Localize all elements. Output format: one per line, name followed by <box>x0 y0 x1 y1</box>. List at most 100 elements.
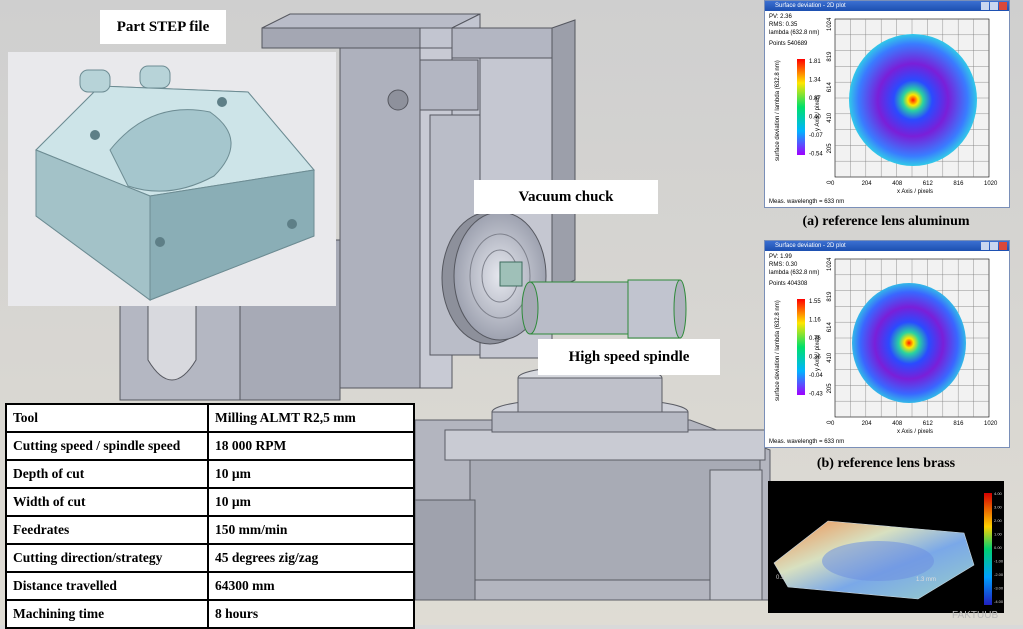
colorbar-tick: 0.36 <box>809 355 821 361</box>
axis-label-left: 0.9 <box>776 575 785 581</box>
wavelength-footer: Meas. wavelength = 633 nm <box>769 439 844 445</box>
x-tick-label: 816 <box>953 421 964 427</box>
height-tick: -3.00 <box>994 586 1004 591</box>
y-tick-label: 0 <box>827 420 833 424</box>
parameter-name: Tool <box>5 403 209 433</box>
parameter-value: 10 µm <box>207 487 415 517</box>
parameter-value: 8 hours <box>207 599 415 629</box>
y-tick-label: 819 <box>827 51 833 62</box>
minimize-button[interactable] <box>981 2 989 10</box>
points-value: Points 540689 <box>769 41 808 47</box>
colorbar <box>797 59 805 155</box>
lens-deviation-map <box>849 34 977 166</box>
window-titlebar: Surface deviation - 2D plot <box>765 1 1009 11</box>
y-tick-label: 205 <box>827 143 833 154</box>
parameter-name: Feedrates <box>5 515 209 545</box>
lens-deviation-map <box>852 283 966 403</box>
colorbar-tick: -0.07 <box>809 133 823 139</box>
y-tick-label: 614 <box>827 82 833 93</box>
minimize-button[interactable] <box>981 242 989 250</box>
x-tick-label: 612 <box>923 181 934 187</box>
x-axis-label: x Axis / pixels <box>897 189 933 195</box>
parameter-name: Depth of cut <box>5 459 209 489</box>
wavelength-footer: Meas. wavelength = 633 nm <box>769 199 844 205</box>
height-tick: 4.00 <box>994 491 1003 496</box>
parameter-value: 18 000 RPM <box>207 431 415 461</box>
x-tick-label: 612 <box>923 421 934 427</box>
window-titlebar: Surface deviation - 2D plot <box>765 241 1009 251</box>
lambda-label: lambda (632.8 nm) <box>769 30 820 36</box>
window-title: Surface deviation - 2D plot <box>775 243 846 249</box>
close-button[interactable] <box>999 2 1007 10</box>
pv-value: PV: 2.36 <box>769 14 792 20</box>
part-image-panel <box>8 52 336 306</box>
y-tick-label: 205 <box>827 383 833 394</box>
parameter-name: Cutting speed / spindle speed <box>5 431 209 461</box>
height-tick: 1.00 <box>994 532 1003 537</box>
colorbar-tick: -0.04 <box>809 373 823 379</box>
surface-3d-render: 0.9 1.3 mm 4.003.002.001.000.00-1.00-2.0… <box>773 491 1004 605</box>
vacuum-chuck-label: Vacuum chuck <box>474 180 658 214</box>
y-tick-label: 819 <box>827 291 833 302</box>
height-tick: -2.00 <box>994 572 1004 577</box>
colorbar-tick: 1.81 <box>809 59 821 65</box>
colorbar-tick: 0.76 <box>809 336 821 342</box>
height-tick: 3.00 <box>994 505 1003 510</box>
parameter-value: 10 µm <box>207 459 415 489</box>
high-speed-spindle-label: High speed spindle <box>538 339 720 375</box>
colorbar-tick: -0.43 <box>809 392 823 398</box>
parameter-name: Cutting direction/strategy <box>5 543 209 573</box>
x-tick-label: 1020 <box>984 421 998 427</box>
x-tick-label: 0 <box>831 421 835 427</box>
deviation-map-a: 1.811.340.870.40-0.07-0.54 surface devia… <box>769 17 998 205</box>
y-tick-label: 1024 <box>827 17 833 31</box>
parameter-value: Milling ALMT R2,5 mm <box>207 403 415 433</box>
caption-aluminum: (a) reference lens aluminum <box>802 214 970 229</box>
part-step-file-label: Part STEP file <box>100 10 226 44</box>
points-value: Points 404308 <box>769 281 808 287</box>
watermark: FAKTUUB <box>952 610 999 621</box>
colorbar-tick: -0.54 <box>809 152 823 158</box>
rms-value: RMS: 0.35 <box>769 22 798 28</box>
x-tick-label: 1020 <box>984 181 998 187</box>
colorbar-label: surface deviation / lambda (632.8 nm) <box>775 300 781 401</box>
window-title: Surface deviation - 2D plot <box>775 3 846 9</box>
y-tick-label: 0 <box>827 180 833 184</box>
colorbar-label: surface deviation / lambda (632.8 nm) <box>775 60 781 161</box>
height-tick: 0.00 <box>994 545 1003 550</box>
height-tick: -1.00 <box>994 559 1004 564</box>
colorbar <box>797 299 805 395</box>
colorbar-tick: 1.16 <box>809 318 821 324</box>
rms-value: RMS: 0.30 <box>769 262 798 268</box>
pv-value: PV: 1.99 <box>769 254 792 260</box>
caption-brass: (b) reference lens brass <box>816 456 956 471</box>
maximize-button[interactable] <box>990 242 998 250</box>
height-colorbar <box>984 493 992 605</box>
machine-base <box>414 365 771 601</box>
x-tick-label: 204 <box>862 181 873 187</box>
height-tick: -4.00 <box>994 599 1004 604</box>
close-button[interactable] <box>999 242 1007 250</box>
surface-deviation-window-b: Surface deviation - 2D plot PV: 1.99 RMS… <box>764 240 1010 448</box>
y-tick-label: 1024 <box>827 257 833 271</box>
parameter-value: 45 degrees zig/zag <box>207 543 415 573</box>
colorbar-tick: 0.87 <box>809 96 821 102</box>
y-tick-label: 410 <box>827 352 833 363</box>
maximize-button[interactable] <box>990 2 998 10</box>
colorbar-tick: 0.40 <box>809 115 821 121</box>
parameter-name: Width of cut <box>5 487 209 517</box>
spindle-render <box>521 279 687 339</box>
lambda-label: lambda (632.8 nm) <box>769 270 820 276</box>
x-tick-label: 408 <box>892 421 903 427</box>
x-tick-label: 204 <box>862 421 873 427</box>
x-tick-label: 0 <box>831 181 835 187</box>
y-tick-label: 614 <box>827 322 833 333</box>
